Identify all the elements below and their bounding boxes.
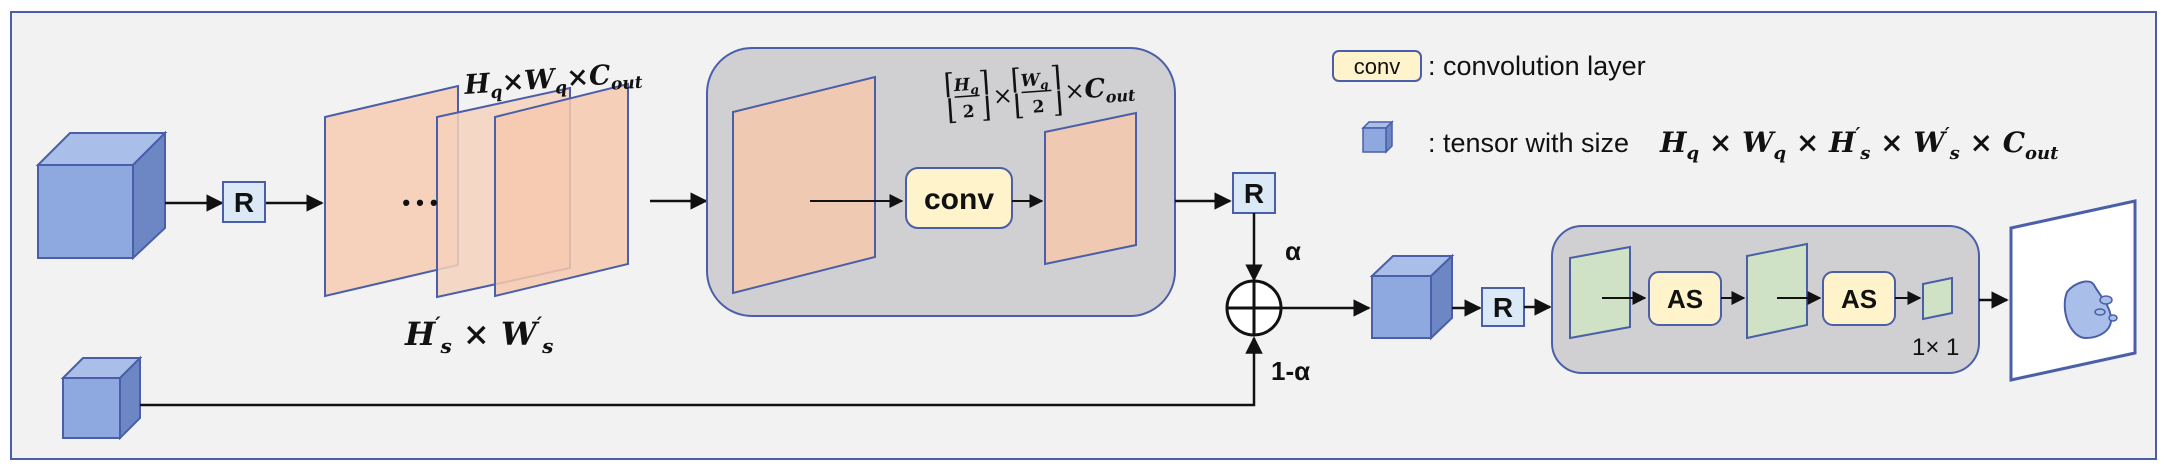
circled-plus-icon: [1225, 279, 1283, 337]
as-block-label-2: AS: [1841, 284, 1877, 314]
reshape-block-1: R: [222, 181, 266, 223]
as-panel: AS AS 1× 1: [1551, 225, 1980, 374]
reshape-block-2: R: [1232, 172, 1276, 214]
svg-text:Wq: Wq: [1020, 70, 1049, 94]
svg-text:⌉: ⌉: [1049, 60, 1062, 94]
one-minus-alpha-label: 1-α: [1271, 356, 1310, 386]
legend-cube-icon: [1361, 120, 1394, 154]
feature-map-stack: [324, 82, 629, 299]
conv-block-label: conv: [924, 183, 994, 216]
input-tensor-cube: [35, 130, 168, 261]
reshape-block-3: R: [1481, 287, 1525, 327]
label-hs-ws: H′s × W′s: [404, 312, 553, 358]
svg-text:Cout: Cout: [1083, 72, 1136, 108]
svg-text:×: ×: [992, 81, 1014, 110]
alpha-weight-label: α: [1285, 236, 1301, 266]
svg-text:2: 2: [1032, 97, 1045, 118]
svg-text:⌋: ⌋: [979, 91, 992, 125]
legend-conv-desc: : convolution layer: [1428, 51, 1646, 81]
arrow-second-input-to-sum: [140, 336, 1263, 407]
legend-tensor-desc: : tensor with size: [1428, 128, 1629, 158]
svg-text:⌊: ⌊: [1012, 88, 1025, 122]
svg-text:⌋: ⌋: [1051, 86, 1064, 120]
svg-text:⌉: ⌉: [978, 65, 991, 99]
legend-conv-swatch: [1332, 50, 1422, 82]
svg-text:Hq: Hq: [952, 74, 979, 98]
svg-text:⌈: ⌈: [943, 67, 956, 101]
reshape-label: R: [234, 187, 254, 218]
reshape-label: R: [1244, 178, 1264, 209]
fused-tensor-cube: [1369, 253, 1455, 341]
segmentation-mask-icon: [2009, 199, 2137, 382]
svg-text:×: ×: [1064, 76, 1086, 105]
as-block-label-1: AS: [1667, 284, 1703, 314]
reshape-label: R: [1493, 292, 1513, 323]
label-half-size: ⌈ ⌊ Hq 2 ⌉ ⌋ × ⌈ ⌊ Wq 2 ⌉ ⌋ × Cout: [943, 60, 1137, 127]
second-input-tensor-cube: [60, 355, 143, 441]
svg-text:⌊: ⌊: [945, 93, 958, 127]
label-hq-wq-cout: Hq×Wq×Cout: [462, 58, 643, 105]
svg-text:2: 2: [962, 102, 975, 123]
conv-panel: conv ⌈ ⌊ Hq 2 ⌉ ⌋ × ⌈ ⌊ Wq 2 ⌉ ⌋ × Cout: [706, 47, 1176, 317]
svg-text:⌈: ⌈: [1009, 62, 1022, 96]
one-by-one-label: 1× 1: [1912, 334, 1959, 361]
legend-conv-swatch-label: conv: [1354, 54, 1400, 79]
legend-tensor-size-formula: Hq × Wq × H′s × W′s × Cout: [1659, 124, 2059, 164]
ellipsis-dots: • • •: [402, 190, 437, 215]
legend: conv : convolution layer : tensor with s…: [1332, 50, 2059, 164]
